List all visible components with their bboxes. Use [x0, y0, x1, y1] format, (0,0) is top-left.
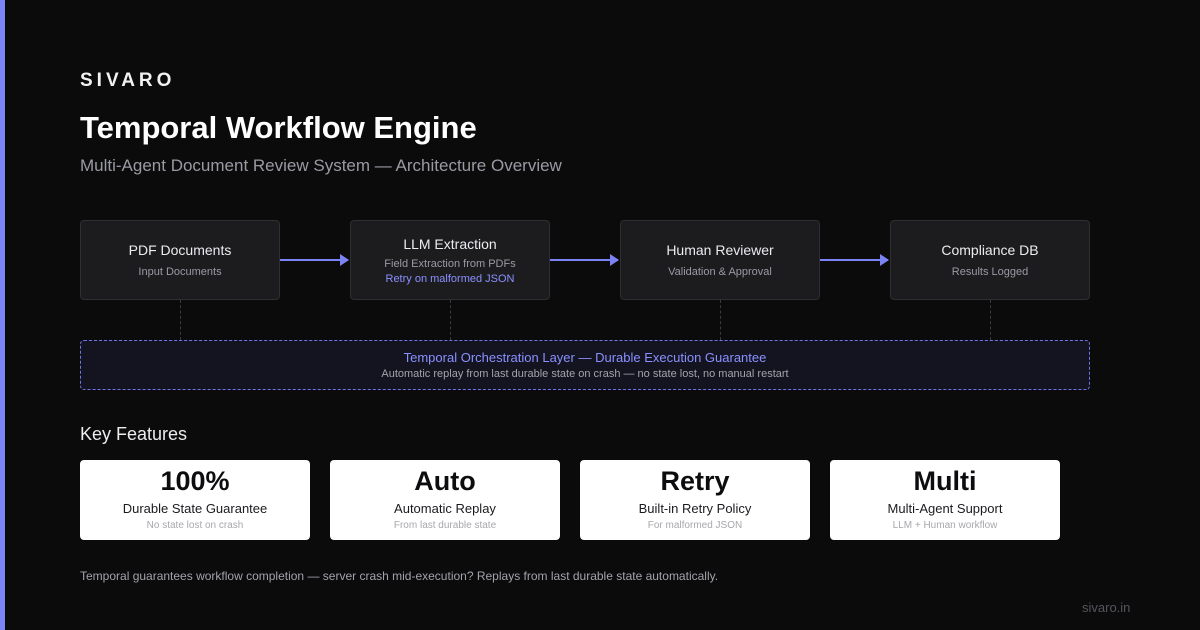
orchestration-title: Temporal Orchestration Layer — Durable E…	[403, 350, 767, 365]
node-subtitle: Input Documents	[138, 266, 222, 278]
node-title: Human Reviewer	[666, 242, 774, 258]
node-pdf-documents: PDF Documents Input Documents	[80, 220, 280, 300]
node-title: PDF Documents	[128, 242, 232, 258]
feature-label: Automatic Replay	[394, 501, 496, 516]
page-subtitle: Multi-Agent Document Review System — Arc…	[80, 156, 562, 175]
node-subtitle: Results Logged	[951, 266, 1029, 278]
feature-label: Durable State Guarantee	[122, 501, 268, 516]
node-human-reviewer: Human Reviewer Validation & Approval	[620, 220, 820, 300]
connector-line	[990, 300, 991, 340]
flow-arrow-2	[550, 254, 619, 266]
feature-subtext: No state lost on crash	[146, 520, 244, 531]
site-domain: sivaro.in	[1082, 600, 1131, 615]
connector-line	[180, 300, 181, 340]
orchestration-layer: Temporal Orchestration Layer — Durable E…	[80, 340, 1090, 390]
node-subtitle: Field Extraction from PDFs	[384, 257, 516, 270]
node-title: Compliance DB	[941, 242, 1039, 258]
feature-subtext: For malformed JSON	[647, 520, 743, 531]
feature-label: Multi-Agent Support	[887, 501, 1003, 516]
node-compliance-db: Compliance DB Results Logged	[890, 220, 1090, 300]
feature-label: Built-in Retry Policy	[638, 501, 752, 516]
node-subtitle: Validation & Approval	[668, 266, 772, 278]
connector-line	[720, 300, 721, 340]
page-title: Temporal Workflow Engine	[80, 110, 477, 145]
node-title: LLM Extraction	[403, 235, 497, 252]
brand-logo: SIVARO	[80, 70, 176, 91]
feature-subtext: From last durable state	[393, 520, 497, 531]
flow-arrow-3	[820, 254, 889, 266]
feature-value: Retry	[660, 466, 730, 496]
flow-arrow-1	[280, 254, 349, 266]
feature-card-durable-state: 100% Durable State Guarantee No state lo…	[80, 460, 310, 540]
feature-card-auto-replay: Auto Automatic Replay From last durable …	[330, 460, 560, 540]
feature-value: Auto	[414, 466, 476, 496]
feature-value: 100%	[160, 466, 230, 496]
orchestration-subtitle: Automatic replay from last durable state…	[381, 368, 789, 380]
footnote: Temporal guarantees workflow completion …	[80, 569, 719, 583]
feature-subtext: LLM + Human workflow	[892, 520, 998, 531]
feature-card-retry-policy: Retry Built-in Retry Policy For malforme…	[580, 460, 810, 540]
node-retry-note: Retry on malformed JSON	[385, 272, 515, 285]
feature-value: Multi	[913, 466, 977, 496]
node-llm-extraction: LLM Extraction Field Extraction from PDF…	[350, 220, 550, 300]
features-heading: Key Features	[80, 424, 188, 444]
left-accent-bar	[0, 0, 5, 630]
feature-card-multi-agent: Multi Multi-Agent Support LLM + Human wo…	[830, 460, 1060, 540]
connector-line	[450, 300, 451, 340]
